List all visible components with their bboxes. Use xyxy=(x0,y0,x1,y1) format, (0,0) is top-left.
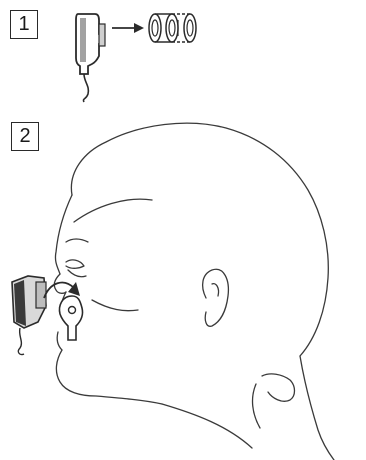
head-profile-illustration xyxy=(54,123,334,460)
device-in-use-icon xyxy=(12,276,46,355)
mouthpiece-icon xyxy=(60,296,83,340)
adapter-icon xyxy=(149,14,196,42)
device-icon xyxy=(76,14,105,102)
arrow-right-icon xyxy=(112,23,144,33)
